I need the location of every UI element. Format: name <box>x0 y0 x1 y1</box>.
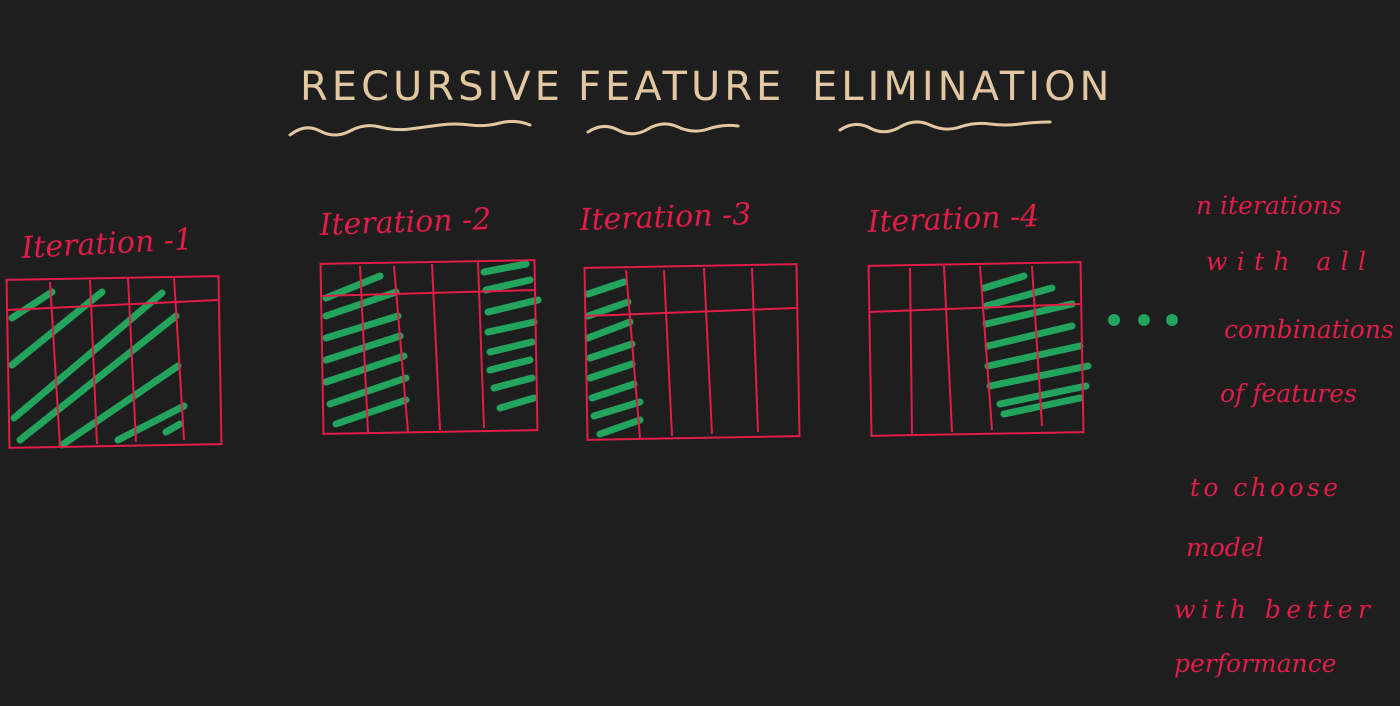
iteration-3-hatching <box>584 278 644 438</box>
iteration-4-label: Iteration -4 <box>866 199 1040 240</box>
title-word-elimination: ELIMINATION <box>812 64 1113 110</box>
note-line-7: with better <box>1174 595 1372 624</box>
iteration-2: Iteration -2 <box>318 202 542 435</box>
iteration-4: Iteration -4 <box>866 199 1092 437</box>
title-underline-3 <box>838 120 1052 134</box>
iteration-2-grid <box>319 259 539 435</box>
iteration-3-grid <box>583 263 801 441</box>
note-line-2: with all <box>1206 247 1366 276</box>
title: RECURSIVE FEATURE ELIMINATION <box>288 64 1113 137</box>
title-underline-2 <box>586 122 740 136</box>
iteration-4-grid <box>867 261 1085 437</box>
note-line-1: n iterations <box>1196 191 1342 220</box>
iteration-2-hatching <box>322 260 542 428</box>
title-word-feature: FEATURE <box>578 64 785 110</box>
iteration-3-label: Iteration -3 <box>578 197 752 238</box>
continuation-ellipsis <box>1108 314 1178 326</box>
iteration-1-hatching <box>8 288 188 449</box>
iteration-3: Iteration -3 <box>578 197 801 441</box>
note-line-6: model <box>1186 533 1264 562</box>
note-line-8: performance <box>1174 649 1337 678</box>
title-underline-1 <box>288 119 532 137</box>
title-word-recursive: RECURSIVE <box>300 64 564 110</box>
note-line-4: of features <box>1220 379 1357 408</box>
note-line-3: combinations <box>1224 315 1394 344</box>
iteration-1-label: Iteration -1 <box>20 222 194 266</box>
iteration-1-grid <box>5 275 223 449</box>
note-line-5: to choose <box>1190 473 1338 502</box>
iteration-2-label: Iteration -2 <box>318 202 492 243</box>
iteration-1: Iteration -1 <box>5 222 223 449</box>
side-note: n iterations with all combinations of fe… <box>1174 191 1394 678</box>
